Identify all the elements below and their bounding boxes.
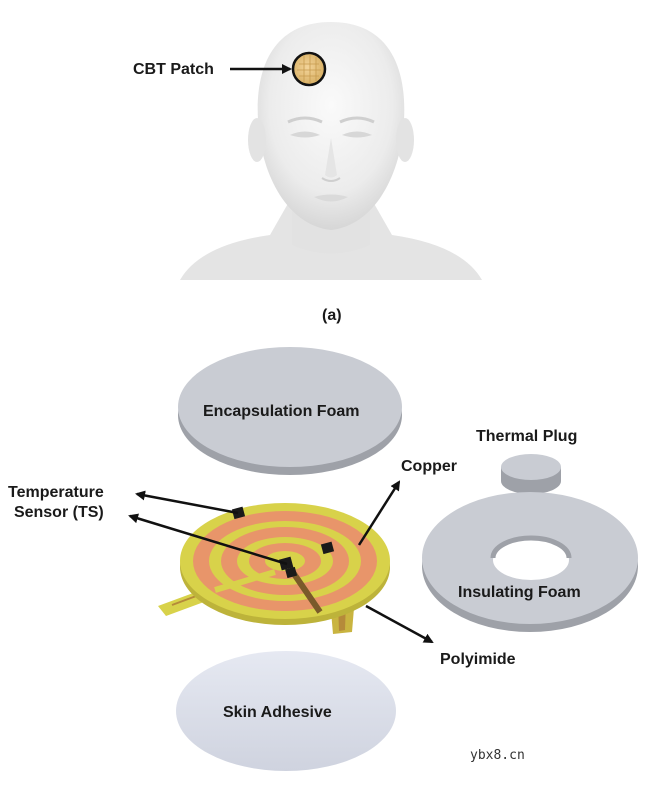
cbt-patch	[291, 51, 327, 87]
ts-arrow-2	[128, 513, 288, 566]
watermark: ybx8.cn	[470, 748, 525, 763]
insulating-foam-ring	[422, 492, 638, 632]
thermal-plug-label: Thermal Plug	[476, 428, 578, 445]
skin-adhesive-disc	[176, 651, 396, 771]
polyimide-arrow	[365, 604, 434, 644]
copper-label: Copper	[401, 458, 457, 475]
skin-adhesive-label: Skin Adhesive	[223, 704, 332, 721]
copper-arrow	[357, 480, 401, 546]
head-illustration	[180, 22, 482, 280]
encapsulation-foam-disc	[178, 347, 402, 475]
encapsulation-foam-label: Encapsulation Foam	[203, 403, 360, 420]
temperature-sensor-label: Temperature Sensor (TS)	[8, 484, 104, 521]
panel-a-caption: (a)	[322, 307, 342, 324]
cbt-patch-label: CBT Patch	[133, 61, 214, 78]
ts-arrow-1	[135, 490, 239, 515]
sensor-board	[158, 503, 390, 634]
polyimide-label: Polyimide	[440, 651, 516, 668]
insulating-foam-label: Insulating Foam	[458, 584, 581, 601]
thermal-plug	[501, 454, 561, 494]
